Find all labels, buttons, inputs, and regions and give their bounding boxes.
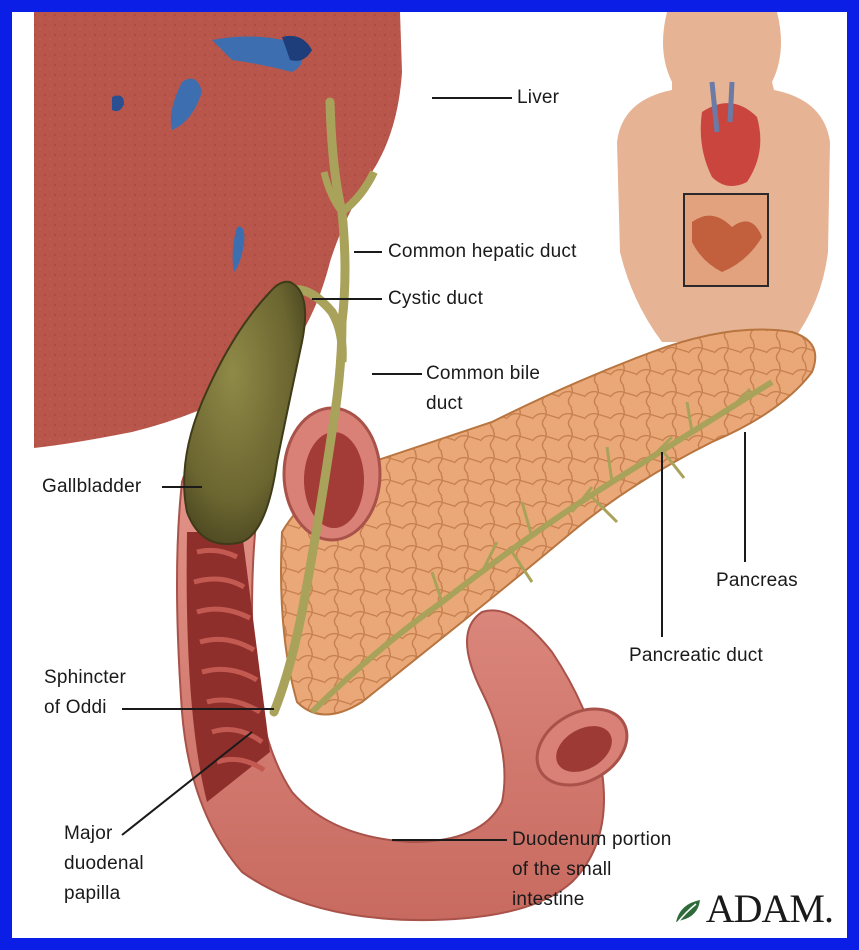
label-common-bile-duct-line1: Common bile [426,360,540,387]
label-pancreatic-duct: Pancreatic duct [629,642,763,669]
label-duodenum-line2: of the small [512,856,612,883]
label-sphincter-line1: Sphincter [44,664,126,691]
label-papilla-line3: papilla [64,880,120,907]
label-papilla-line1: Major [64,820,113,847]
torso-inset [617,12,830,342]
label-common-bile-duct-line2: duct [426,390,463,417]
leaf-icon [674,898,704,924]
logo-text: ADAM. [706,886,833,931]
label-papilla-line2: duodenal [64,850,144,877]
label-duodenum-line1: Duodenum portion [512,826,672,853]
label-common-hepatic-duct: Common hepatic duct [388,238,577,265]
adam-logo: ADAM. [674,885,833,932]
label-pancreas: Pancreas [716,567,798,594]
label-liver: Liver [517,84,559,111]
label-sphincter-line2: of Oddi [44,694,107,721]
illustration-canvas: Liver Common hepatic duct Cystic duct Co… [12,12,847,938]
label-gallbladder: Gallbladder [42,473,141,500]
label-cystic-duct: Cystic duct [388,285,483,312]
label-duodenum-line3: intestine [512,886,585,913]
